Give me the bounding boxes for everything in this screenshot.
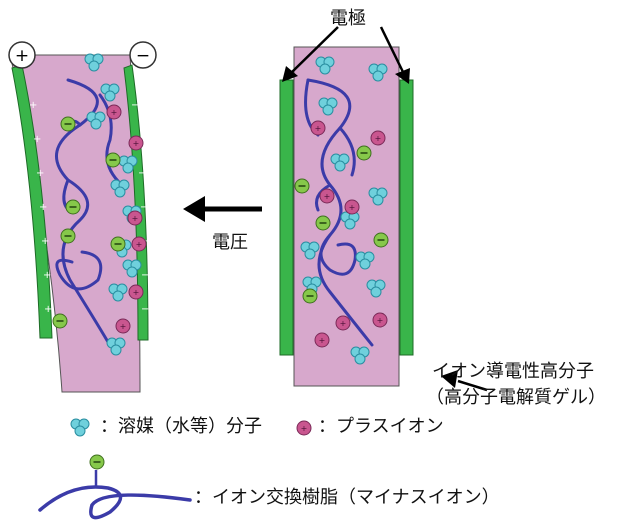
legend-solvent-text: ：溶媒（水等）分子 [100,416,262,438]
legend-plus-ion-icon [297,421,311,435]
surface-plus-sign: + [33,134,41,145]
legend-exchange-resin-text: ：イオン交換樹脂（マイナスイオン） [194,487,500,509]
surface-plus-sign: + [36,168,44,179]
minus-terminal: − [130,42,156,68]
bent-actuator: + − + + + + + + + − − − − − − − [9,42,156,392]
polymer-label-line2: （高分子電解質ゲル） [426,387,606,409]
straight-electrode-right [400,80,413,355]
surface-minus-sign: − [138,168,146,179]
electrode-label: 電極 [330,8,366,30]
plus-terminal-sign: + [15,46,29,66]
polymer-label-line1: イオン導電性高分子 [432,361,594,383]
surface-plus-sign: + [39,202,47,213]
surface-minus-sign: − [141,304,149,315]
surface-plus-sign: + [43,270,51,281]
legend-solvent-icon [71,419,89,436]
surface-plus-sign: + [29,100,37,111]
surface-minus-sign: − [141,270,149,281]
surface-minus-sign: − [131,100,139,111]
minus-terminal-sign: − [136,46,150,66]
plus-terminal: + [9,42,35,68]
voltage-label: 電圧 [212,232,248,254]
straight-actuator [280,27,487,390]
legend-plus-ion-text: ：プラスイオン [318,416,444,438]
straight-electrode-left [280,80,293,355]
voltage-arrow [183,196,262,222]
surface-plus-sign: + [44,304,52,315]
legend-exchange-resin-icon [40,455,190,518]
surface-plus-sign: + [41,236,49,247]
